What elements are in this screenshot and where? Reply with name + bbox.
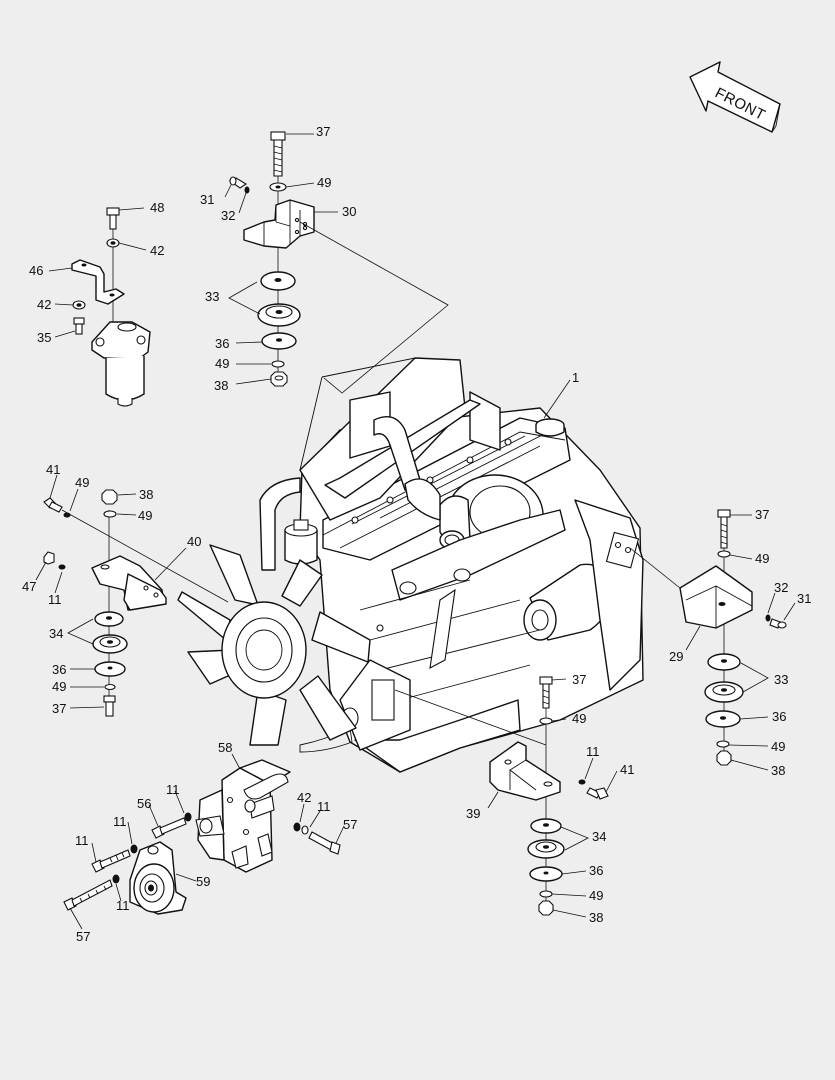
- callout: 39: [466, 806, 480, 821]
- callout: 49: [215, 356, 229, 371]
- callout: 42: [37, 297, 51, 312]
- top-mount-stack: [228, 131, 315, 387]
- callout: 49: [138, 508, 152, 523]
- callout: 30: [342, 204, 356, 219]
- callout: 34: [49, 626, 63, 641]
- callout: 49: [317, 175, 331, 190]
- callout: 31: [200, 192, 214, 207]
- callout: 11: [48, 592, 62, 607]
- callout: 36: [52, 662, 66, 677]
- callout: 37: [755, 507, 769, 522]
- callout: 34: [592, 829, 606, 844]
- callout: 36: [215, 336, 229, 351]
- right-rear-mount-stack: [629, 509, 787, 766]
- callout: 38: [771, 763, 785, 778]
- callout: 42: [150, 243, 164, 258]
- callout: 11: [317, 799, 331, 814]
- callout: 35: [37, 330, 51, 345]
- callout: 49: [589, 888, 603, 903]
- front-direction-arrow: FRONT: [689, 61, 781, 133]
- callout: 38: [214, 378, 228, 393]
- callout: 11: [166, 782, 180, 797]
- callout: 41: [46, 462, 60, 477]
- callout: 37: [572, 672, 586, 687]
- callout: 40: [187, 534, 201, 549]
- callout: 11: [75, 833, 89, 848]
- callout: 57: [343, 817, 357, 832]
- filter-bracket-assembly: [71, 207, 151, 407]
- callout: 48: [150, 200, 164, 215]
- callout: 36: [589, 863, 603, 878]
- callout: 1: [572, 370, 579, 385]
- callout: 49: [755, 551, 769, 566]
- lower-centre-mount-stack: [394, 676, 609, 916]
- callout: 33: [205, 289, 219, 304]
- callout: 49: [771, 739, 785, 754]
- callout: 11: [113, 814, 127, 829]
- left-front-mount-stack: [43, 489, 229, 717]
- callout: 11: [586, 744, 600, 759]
- idler-pulley-assembly: [63, 759, 341, 915]
- callout: 31: [797, 591, 811, 606]
- callout: 49: [75, 475, 89, 490]
- callout: 32: [774, 580, 788, 595]
- callout: 49: [52, 679, 66, 694]
- callout: 42: [297, 790, 311, 805]
- callout: 38: [139, 487, 153, 502]
- callout: 38: [589, 910, 603, 925]
- callout: 11: [116, 898, 130, 913]
- callout: 47: [22, 579, 36, 594]
- callout: 36: [772, 709, 786, 724]
- callout: 49: [572, 711, 586, 726]
- callout: 58: [218, 740, 232, 755]
- callout: 59: [196, 874, 210, 889]
- callout: 41: [620, 762, 634, 777]
- callout: 29: [669, 649, 683, 664]
- engine-assembly: [259, 357, 644, 773]
- callout: 37: [316, 124, 330, 139]
- callout: 56: [137, 796, 151, 811]
- callout-labels: 1 29 30 31 31 32 32 33 33 34 34 35 36 36…: [22, 124, 811, 944]
- callout: 32: [221, 208, 235, 223]
- cooling-fan: [177, 544, 371, 746]
- callout: 33: [774, 672, 788, 687]
- callout: 37: [52, 701, 66, 716]
- callout: 46: [29, 263, 43, 278]
- callout: 57: [76, 929, 90, 944]
